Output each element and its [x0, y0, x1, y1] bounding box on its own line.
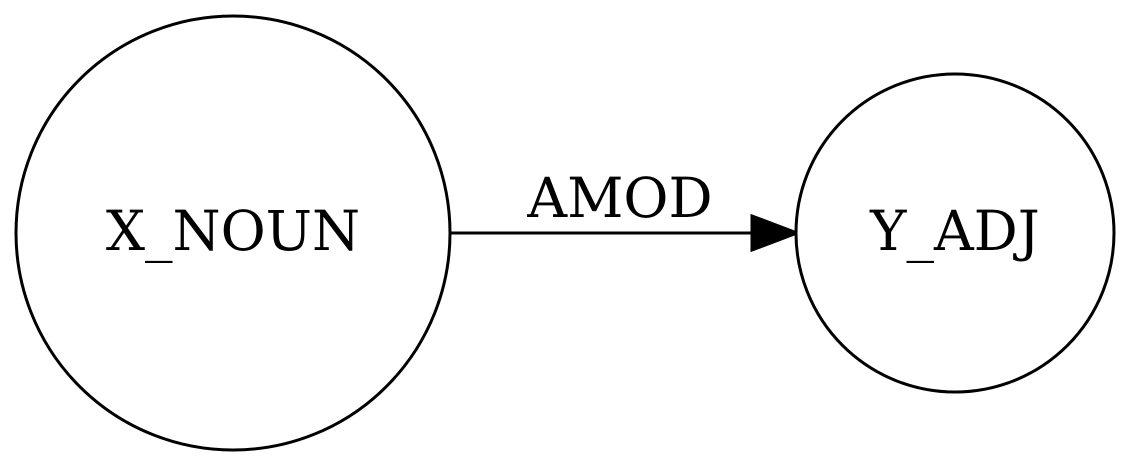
edge-amod-arrowhead [750, 213, 802, 253]
node-x-noun-circle [14, 14, 452, 452]
edge-amod-label: AMOD [526, 166, 712, 230]
node-x-noun[interactable]: X_NOUN [14, 14, 452, 452]
node-y-adj-label: Y_ADJ [869, 199, 1040, 263]
node-x-noun-label: X_NOUN [106, 199, 360, 263]
node-y-adj-circle [794, 72, 1116, 394]
node-y-adj[interactable]: Y_ADJ [794, 72, 1116, 394]
edge-amod[interactable]: AMOD [451, 166, 802, 253]
